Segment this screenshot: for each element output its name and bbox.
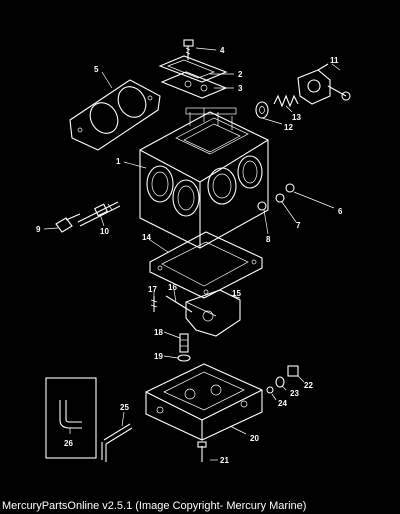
leader-lines (43, 47, 341, 461)
part-24-plug[interactable] (266, 386, 274, 394)
part-20-float-bowl[interactable] (145, 363, 263, 441)
part-number-labels: 1 2 3 4 5 6 7 8 9 10 11 12 13 14 15 16 1… (36, 46, 343, 465)
label-8: 8 (266, 235, 271, 244)
label-20: 20 (250, 434, 259, 443)
part-18-needle-valve[interactable] (179, 333, 189, 353)
part-8-plug[interactable] (257, 201, 267, 211)
part-7-plug[interactable] (275, 193, 285, 203)
label-24: 24 (278, 399, 287, 408)
label-14: 14 (142, 233, 151, 242)
part-21-drain-screw[interactable] (197, 441, 207, 462)
label-12: 12 (284, 123, 293, 132)
label-25: 25 (120, 403, 129, 412)
label-22: 22 (304, 381, 313, 390)
part-26-inset-box (45, 377, 97, 459)
part-12-washer[interactable] (255, 101, 269, 119)
part-13-spring[interactable] (273, 94, 299, 108)
label-23: 23 (290, 389, 299, 398)
label-26: 26 (64, 439, 73, 448)
label-9: 9 (36, 225, 41, 234)
label-5: 5 (94, 65, 99, 74)
part-14-bowl-gasket[interactable] (149, 231, 263, 299)
part-22-cap[interactable] (287, 365, 299, 377)
part-26-elbow-fitting[interactable] (59, 400, 82, 429)
part-25-fitting[interactable] (101, 423, 133, 462)
part-9-fitting[interactable] (55, 213, 81, 233)
label-18: 18 (154, 328, 163, 337)
label-21: 21 (220, 456, 229, 465)
label-1: 1 (116, 157, 121, 166)
part-11-lever-assembly[interactable] (297, 63, 351, 105)
label-2: 2 (238, 70, 243, 79)
label-13: 13 (292, 113, 301, 122)
part-2-cover-plate[interactable] (158, 55, 228, 83)
part-1-carburetor-body[interactable] (139, 107, 269, 249)
part-16-float-pin[interactable] (165, 295, 193, 313)
label-16: 16 (168, 283, 177, 292)
exploded-parts-diagram: 1 2 3 4 5 6 7 8 9 10 11 12 13 14 15 16 1… (36, 39, 351, 465)
label-7: 7 (296, 221, 301, 230)
label-4: 4 (220, 46, 225, 55)
copyright-caption: MercuryPartsOnline v2.5.1 (Image Copyrig… (2, 500, 307, 512)
part-23-washer[interactable] (275, 376, 285, 388)
part-17-screw[interactable] (150, 296, 158, 312)
part-6-plug[interactable] (285, 183, 295, 193)
label-19: 19 (154, 352, 163, 361)
part-10-needle-jet[interactable] (77, 201, 121, 227)
label-10: 10 (100, 227, 109, 236)
label-15: 15 (232, 289, 241, 298)
label-17: 17 (148, 285, 157, 294)
label-6: 6 (338, 207, 343, 216)
part-15-float[interactable] (185, 289, 241, 337)
label-11: 11 (330, 56, 339, 65)
part-19-washer[interactable] (177, 354, 191, 362)
label-3: 3 (238, 84, 243, 93)
part-5-flange-gasket[interactable] (69, 79, 161, 151)
